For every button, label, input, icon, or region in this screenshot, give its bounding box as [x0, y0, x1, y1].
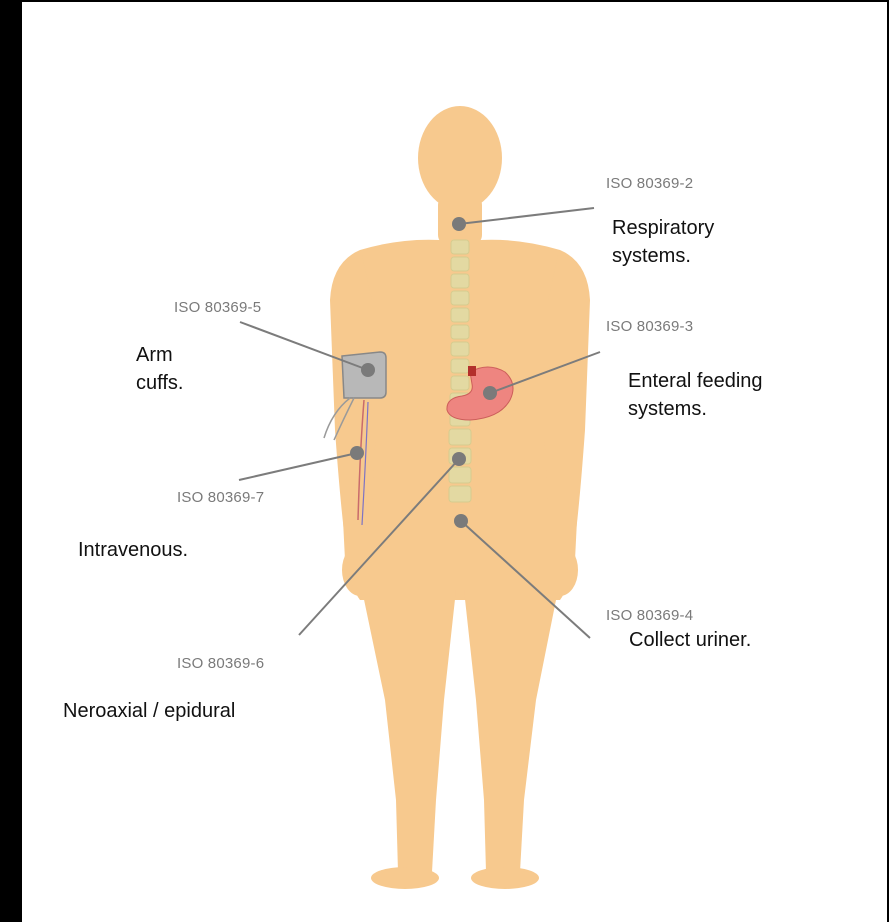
respiratory-marker: [452, 217, 466, 231]
iso-urine-code: ISO 80369-4: [606, 607, 693, 624]
iso-neuraxial-code: ISO 80369-6: [177, 655, 264, 672]
intravenous-marker: [350, 446, 364, 460]
enteral-marker: [483, 386, 497, 400]
arm-cuffs-label: Arm cuffs.: [136, 341, 183, 397]
urine-marker: [454, 514, 468, 528]
urine-label: Collect uriner.: [629, 626, 751, 654]
iso-enteral-code: ISO 80369-3: [606, 318, 693, 335]
neuraxial-label: Neroaxial / epidural: [63, 697, 235, 725]
intravenous-label: Intravenous.: [78, 536, 188, 564]
respiratory-label: Respiratory systems.: [612, 214, 714, 270]
enteral-label: Enteral feeding systems.: [628, 367, 763, 423]
neuraxial-marker: [452, 452, 466, 466]
iso-respiratory-code: ISO 80369-2: [606, 175, 693, 192]
arm-cuff-marker: [361, 363, 375, 377]
iso-intravenous-code: ISO 80369-7: [177, 489, 264, 506]
iso-arm-cuff-code: ISO 80369-5: [174, 299, 261, 316]
